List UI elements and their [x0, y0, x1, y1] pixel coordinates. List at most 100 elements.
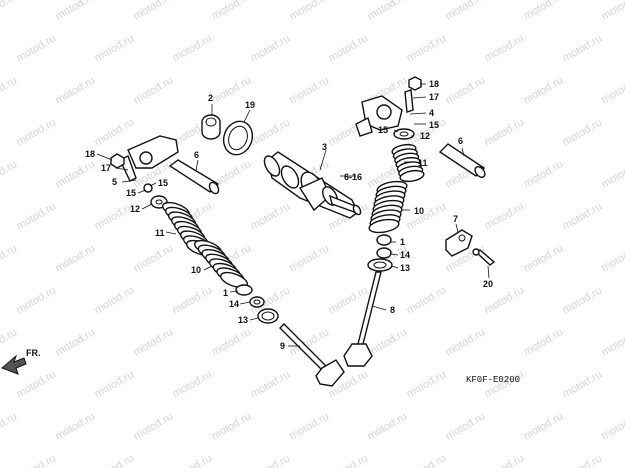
watermark-text: motod.ru — [93, 452, 137, 468]
label-1-right: 1 — [400, 237, 405, 247]
watermark-text: motod.ru — [15, 116, 59, 148]
watermark-text: motod.ru — [483, 32, 527, 64]
watermark-text: motod.ru — [288, 0, 332, 23]
label-15-right-a: 15 — [429, 120, 439, 130]
watermark-text: motod.ru — [54, 158, 98, 190]
watermark-text: motod.ru — [288, 242, 332, 274]
label-14-right: 14 — [400, 250, 410, 260]
label-17-right: 17 — [429, 92, 439, 102]
watermark-text: motod.ru — [0, 74, 19, 106]
inner-spring-right — [368, 180, 408, 234]
watermark-text: motod.ru — [54, 0, 98, 23]
watermark-text: motod.ru — [444, 410, 488, 442]
watermark-text: motod.ru — [522, 158, 566, 190]
label-5: 5 — [112, 177, 117, 187]
watermark-text: motod.ru — [522, 74, 566, 106]
label-15-left-b: 15 — [126, 188, 136, 198]
watermark-text: motod.ru — [15, 452, 59, 468]
watermark-text: motod.ru — [522, 326, 566, 358]
watermark-text: motod.ru — [249, 32, 293, 64]
watermark-text: motod.ru — [405, 200, 449, 232]
label-11-left: 11 — [155, 228, 165, 238]
watermark-text: motod.ru — [54, 326, 98, 358]
label-18-left: 18 — [85, 149, 95, 159]
watermark-text: motod.ru — [327, 32, 371, 64]
rocker-shaft-left — [168, 159, 220, 195]
watermark-text: motod.ru — [210, 410, 254, 442]
label-18-right: 18 — [429, 79, 439, 89]
watermark-text: motod.ru — [0, 242, 19, 274]
label-11-right: 11 — [418, 158, 428, 168]
watermark-text: motod.ru — [600, 74, 625, 106]
label-10-right: 10 — [414, 206, 424, 216]
watermark-text: motod.ru — [0, 0, 19, 23]
watermark-text: motod.ru — [405, 452, 449, 468]
label-4: 4 — [429, 108, 434, 118]
label-3: 3 — [322, 142, 327, 152]
label-13-left: 13 — [238, 315, 248, 325]
label-6-left: 6 — [194, 150, 199, 160]
watermark-text: motod.ru — [483, 200, 527, 232]
cotter-right-12 — [393, 128, 415, 140]
label-15-right-b: 15 — [378, 125, 388, 135]
label-14-left: 14 — [229, 299, 239, 309]
watermark-text: motod.ru — [561, 116, 605, 148]
watermark-text: motod.ru — [405, 284, 449, 316]
camshaft — [263, 151, 362, 219]
watermark-text: motod.ru — [249, 116, 293, 148]
watermark-text: motod.ru — [561, 284, 605, 316]
valve-left — [279, 323, 345, 387]
label-12-left: 12 — [130, 204, 140, 214]
watermark-text: motod.ru — [93, 116, 137, 148]
watermark-text: motod.ru — [483, 452, 527, 468]
label-6-right: 6 — [458, 136, 463, 146]
rocker-arm-left — [119, 135, 179, 182]
watermark-text: motod.ru — [366, 326, 410, 358]
label-17-left: 17 — [101, 163, 111, 173]
watermark-text: motod.ru — [522, 0, 566, 23]
watermark-text: motod.ru — [54, 74, 98, 106]
watermark-text: motod.ru — [600, 158, 625, 190]
watermark-text: motod.ru — [444, 74, 488, 106]
watermark-text: motod.ru — [249, 368, 293, 400]
oil-seal — [222, 120, 254, 156]
adjust-nut-left — [110, 153, 125, 169]
watermark-text: motod.ru — [600, 326, 625, 358]
spring-coil — [399, 169, 425, 183]
bearing — [201, 114, 221, 140]
watermark-text: motod.ru — [93, 284, 137, 316]
watermark-text: motod.ru — [561, 452, 605, 468]
inner-spring-left — [193, 239, 249, 289]
watermark-text: motod.ru — [171, 452, 215, 468]
direction-label: FR. — [26, 348, 41, 358]
watermark-text: motod.ru — [561, 200, 605, 232]
stopper-plate — [445, 229, 473, 257]
watermark-text: motod.ru — [327, 284, 371, 316]
watermark-text: motod.ru — [210, 0, 254, 23]
label-2: 2 — [208, 93, 213, 103]
watermark-text: motod.ru — [561, 32, 605, 64]
spring-seat-right-1 — [376, 234, 392, 246]
label-8: 8 — [390, 305, 395, 315]
washer-left-13 — [257, 308, 279, 324]
adjust-screw-right — [404, 76, 422, 113]
watermark-text: motod.ru — [327, 452, 371, 468]
watermark-text: motod.ru — [93, 32, 137, 64]
watermark-text: motod.ru — [366, 0, 410, 23]
watermark-text: motod.ru — [0, 326, 19, 358]
watermark-text: motod.ru — [15, 284, 59, 316]
watermark-text: motod.ru — [15, 32, 59, 64]
watermark-text: motod.ru — [249, 200, 293, 232]
watermark-text: motod.ru — [288, 74, 332, 106]
watermark-text: motod.ru — [54, 410, 98, 442]
watermark-text: motod.ru — [561, 368, 605, 400]
washer-right-13 — [367, 258, 393, 272]
label-19: 19 — [245, 100, 255, 110]
watermark-text: motod.ru — [600, 410, 625, 442]
seal-left-14 — [249, 296, 265, 308]
watermark-text: motod.ru — [444, 326, 488, 358]
watermark-text: motod.ru — [93, 368, 137, 400]
